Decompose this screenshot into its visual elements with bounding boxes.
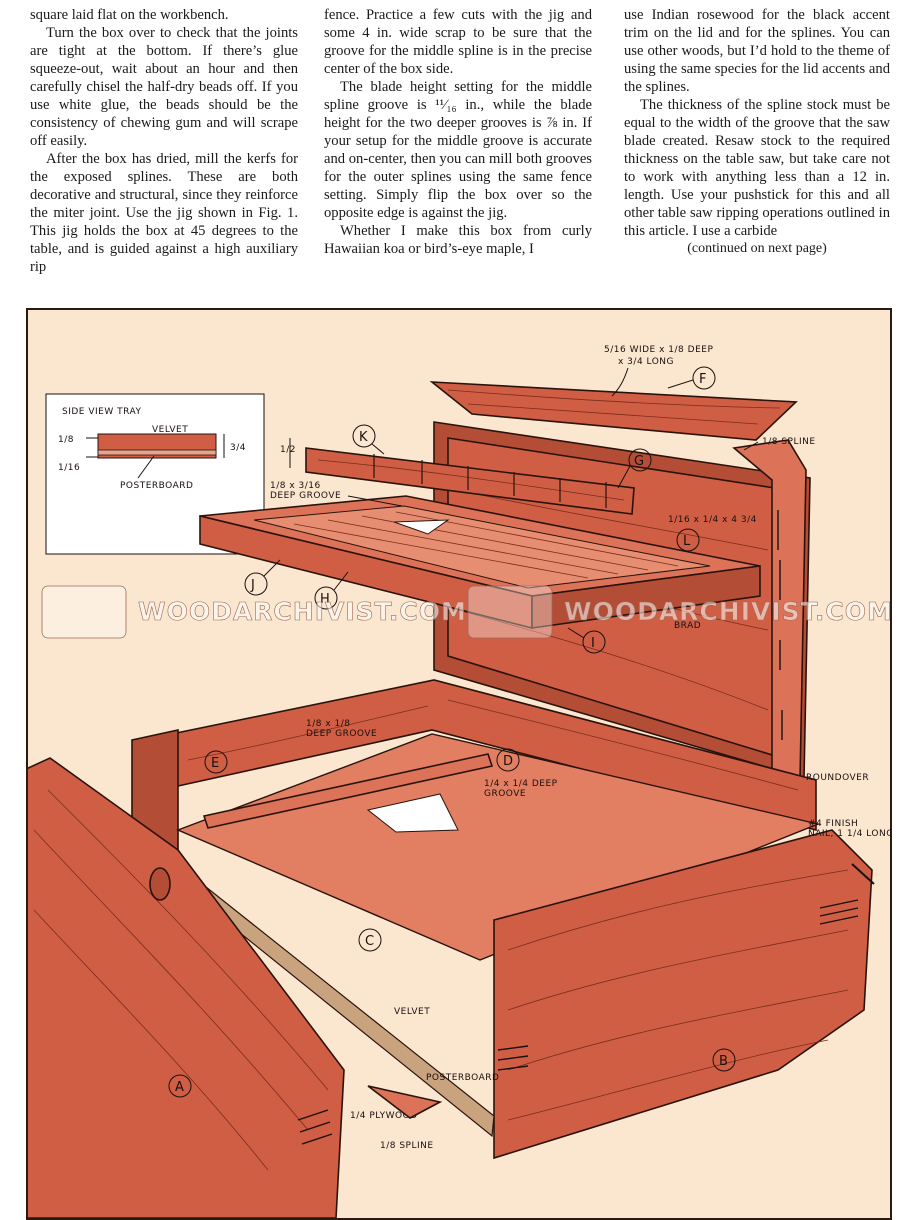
part-g: G [634,454,644,469]
label-tray-groove-2: DEEP GROOVE [270,491,341,501]
watermark-left: WOODARCHIVIST.COM [138,597,467,626]
watermark-logo-left [41,585,127,639]
label-dim-l: 1/16 x 1/4 x 4 3/4 [668,515,757,525]
inset-title: SIDE VIEW TRAY [62,407,141,417]
inset-dim-right: 3/4 [230,443,246,453]
loose-spline [367,1085,443,1119]
label-nail-1: #4 FINISH [808,819,858,829]
text-column-3: use Indian rosewood for the black accent… [624,6,890,258]
part-l: L [683,534,691,549]
label-bottom-groove-2: GROOVE [484,789,526,799]
part-i: I [591,636,595,651]
label-velvet: VELVET [394,1007,430,1017]
label-nail-2: NAIL, 1 1/4 LONG [808,829,890,839]
label-brad: BRAD [674,621,701,631]
label-spline-top: 1/8 SPLINE [762,437,816,447]
label-box-groove-2: DEEP GROOVE [306,729,377,739]
part-h: H [320,592,330,607]
label-dim-k: 1/2 [280,445,296,455]
part-d: D [503,754,513,769]
exploded-view-illustration: SIDE VIEW TRAY 1/8 1/16 VELVET 3/4 POSTE… [26,308,892,1220]
part-b: B [719,1054,728,1069]
box-body [131,679,873,1160]
label-posterboard: POSTERBOARD [426,1073,499,1083]
inset-posterboard: POSTERBOARD [120,481,193,491]
paragraph: The blade height setting for the middle … [324,79,592,221]
part-j: J [250,578,255,593]
paragraph: square laid flat on the workbench. [30,7,229,23]
part-k: K [359,430,368,445]
side-view-inset: SIDE VIEW TRAY 1/8 1/16 VELVET 3/4 POSTE… [45,393,265,555]
paragraph: Whether I make this box from curly Hawai… [324,223,592,257]
text-column-2: fence. Practice a few cuts with the jig … [324,6,592,258]
label-f-note-2: x 3/4 LONG [618,357,674,367]
continued-note: (continued on next page) [687,241,827,256]
lid-part-f [429,381,798,441]
article-text: square laid flat on the workbench. Turn … [30,6,890,296]
label-spline-bottom: 1/8 SPLINE [380,1141,434,1151]
rail-part-g [305,447,635,515]
end-panel-part-a [28,757,345,1218]
watermark-right: WOODARCHIVIST.COM [564,597,890,626]
part-c: C [365,934,374,949]
inset-velvet: VELVET [152,425,188,435]
paragraph: After the box has dried, mill the kerfs … [30,151,298,275]
paragraph: The thickness of the spline stock must b… [624,97,890,239]
label-box-groove-1: 1/8 x 1/8 [306,719,351,729]
part-f: F [699,372,706,387]
inset-dim-left-bottom: 1/16 [58,463,80,473]
paragraph: use Indian rosewood for the black accent… [624,7,890,95]
paragraph: Turn the box over to check that the join… [30,25,298,149]
label-bottom-groove-1: 1/4 x 1/4 DEEP [484,779,558,789]
tray-part-j [199,495,761,630]
part-a: A [175,1080,184,1095]
text-column-1: square laid flat on the workbench. Turn … [30,6,298,276]
watermark-logo-right [467,585,553,639]
label-roundover: ROUNDOVER [806,773,869,783]
paragraph: fence. Practice a few cuts with the jig … [324,7,592,77]
box-drawing: SIDE VIEW TRAY 1/8 1/16 VELVET 3/4 POSTE… [28,345,890,1218]
label-f-note-1: 5/16 WIDE x 1/8 DEEP [604,345,713,355]
label-plywood: 1/4 PLYWOOD [350,1111,418,1121]
part-e: E [211,756,219,771]
inset-dim-left-top: 1/8 [58,435,74,445]
label-tray-groove-1: 1/8 x 3/16 [270,481,321,491]
